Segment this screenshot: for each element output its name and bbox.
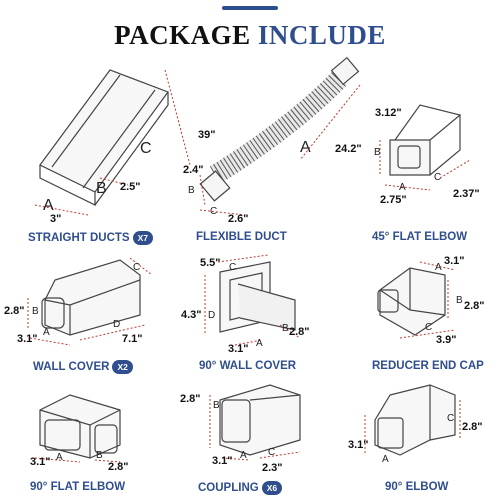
flex-duct-letter-a: A	[300, 139, 311, 156]
flexible-duct-label: FLEXIBLE DUCT	[196, 231, 287, 243]
straight-ducts-count-badge: X7	[132, 231, 153, 245]
wall-cover-illustration	[41, 259, 141, 336]
page-title: PACKAGE INCLUDE	[0, 20, 500, 51]
reducer-dim-lines	[399, 261, 456, 339]
straight-duct-letter-c: C	[140, 140, 152, 157]
90-flat-elbow-dim-a: 3.1"	[30, 456, 51, 468]
reducer-dim-a: 3.1"	[444, 255, 465, 267]
wall-cover-label: WALL COVER	[33, 361, 110, 373]
coupling-dim-lines	[209, 395, 301, 461]
coupling-dim-a: 3.1"	[212, 455, 233, 467]
reducer-dim-c: 3.9"	[436, 334, 457, 346]
straight-duct-letter-a: A	[43, 197, 54, 214]
90-wall-cover-illustration	[219, 261, 296, 333]
45-elbow-letter-c: C	[434, 172, 441, 183]
flex-duct-dim-b: 2.4"	[183, 164, 204, 176]
90-flat-elbow-illustration	[39, 394, 121, 459]
90-flat-elbow-letter-b: B	[96, 450, 103, 461]
45-elbow-dim-top: 3.12"	[375, 107, 402, 119]
reducer-letter-c: C	[425, 322, 432, 333]
item-label-straight-ducts: STRAIGHT DUCTS X7	[28, 231, 153, 245]
item-label-45-flat-elbow: 45° FLAT ELBOW	[372, 231, 467, 243]
90-wall-cover-letter-a: A	[256, 338, 263, 349]
coupling-letter-b: B	[213, 400, 220, 411]
straight-duct-dim-b: 2.5"	[120, 181, 141, 193]
90-wall-cover-letter-b: B	[282, 323, 289, 334]
90-elbow-dim-b: 2.8"	[462, 421, 483, 433]
90-elbow-illustration	[374, 384, 456, 456]
item-label-reducer-end-cap: REDUCER END CAP	[372, 360, 484, 372]
title-word-include: INCLUDE	[257, 20, 386, 50]
wall-cover-dim-d: 7.1"	[122, 333, 143, 345]
straight-duct-letter-b: B	[96, 180, 107, 197]
reducer-letter-b: B	[456, 295, 463, 306]
wall-cover-dim-lines	[27, 257, 153, 346]
45-elbow-letter-a: A	[399, 182, 406, 193]
90-wall-cover-letter-d: D	[208, 310, 215, 321]
coupling-dim-c: 2.3"	[262, 462, 283, 474]
90-elbow-letter-c: C	[447, 413, 454, 424]
90-elbow-label: 90° ELBOW	[385, 481, 449, 493]
coupling-letter-a: A	[240, 450, 247, 461]
flex-duct-dim-a: 24.2"	[335, 143, 362, 155]
90-elbow-letter-a: A	[382, 454, 389, 465]
wall-cover-letter-b: B	[32, 306, 39, 317]
wall-cover-count-badge: X2	[112, 360, 133, 374]
90-wall-cover-dim-b: 2.8"	[289, 326, 310, 338]
coupling-label: COUPLING	[198, 482, 259, 494]
90-wall-cover-dim-c: 5.5"	[200, 257, 221, 269]
45-elbow-dim-a: 2.75"	[380, 194, 407, 206]
coupling-illustration	[219, 384, 301, 456]
coupling-dim-b: 2.8"	[180, 393, 201, 405]
item-label-90-wall-cover: 90° WALL COVER	[199, 360, 296, 372]
90-flat-elbow-label: 90° FLAT ELBOW	[30, 481, 126, 493]
90-wall-cover-dim-lines	[204, 254, 301, 346]
item-label-flexible-duct: FLEXIBLE DUCT	[196, 231, 287, 243]
flex-duct-letter-c: C	[210, 206, 217, 217]
45-elbow-dim-lines	[379, 140, 471, 191]
90-wall-cover-letter-c: C	[229, 262, 236, 273]
straight-ducts-label: STRAIGHT DUCTS	[28, 232, 130, 244]
90-elbow-dim-lines	[364, 400, 461, 455]
wall-cover-dim-b: 2.8"	[4, 305, 25, 317]
wall-cover-dim-a: 3.1"	[17, 333, 38, 345]
item-label-wall-cover: WALL COVER X2	[33, 360, 133, 374]
straight-duct-illustration	[39, 69, 169, 206]
straight-duct-dim-a: 3"	[50, 213, 61, 225]
item-label-90-elbow: 90° ELBOW	[385, 481, 448, 493]
45-elbow-letter-b: B	[374, 147, 381, 158]
flexible-duct-dim-lines	[199, 84, 361, 216]
90-wall-cover-label: 90° WALL COVER	[199, 360, 297, 372]
reducer-dim-b: 2.8"	[464, 300, 485, 312]
flex-duct-letter-b: B	[188, 185, 195, 196]
straight-duct-dim-c: 39"	[198, 129, 215, 141]
item-label-90-flat-elbow: 90° FLAT ELBOW	[30, 481, 125, 493]
90-flat-elbow-letter-a: A	[56, 452, 63, 463]
reducer-letter-a: A	[435, 262, 442, 273]
90-flat-elbow-dim-lines	[34, 457, 121, 463]
title-word-package: PACKAGE	[114, 20, 251, 50]
45-flat-elbow-illustration	[389, 104, 462, 176]
90-wall-cover-dim-a: 3.1"	[228, 343, 249, 355]
coupling-letter-c: C	[268, 447, 275, 458]
45-flat-elbow-label: 45° FLAT ELBOW	[372, 231, 468, 243]
reducer-end-cap-label: REDUCER END CAP	[372, 360, 484, 372]
flex-duct-dim-c: 2.6"	[228, 213, 249, 225]
header-accent-bar	[222, 6, 278, 10]
straight-duct-dim-lines	[34, 69, 191, 216]
wall-cover-letter-d: D	[113, 319, 120, 330]
90-flat-elbow-dim-b: 2.8"	[108, 461, 129, 473]
45-elbow-dim-c: 2.37"	[453, 188, 480, 200]
item-label-coupling: COUPLING X6	[198, 481, 283, 495]
wall-cover-letter-c: C	[133, 262, 140, 273]
90-wall-cover-dim-d: 4.3"	[181, 309, 202, 321]
coupling-count-badge: X6	[261, 481, 283, 495]
90-elbow-dim-a: 3.1"	[348, 439, 369, 451]
wall-cover-letter-a: A	[43, 327, 50, 338]
reducer-end-cap-illustration	[377, 267, 446, 336]
flexible-duct-illustration	[199, 56, 360, 202]
